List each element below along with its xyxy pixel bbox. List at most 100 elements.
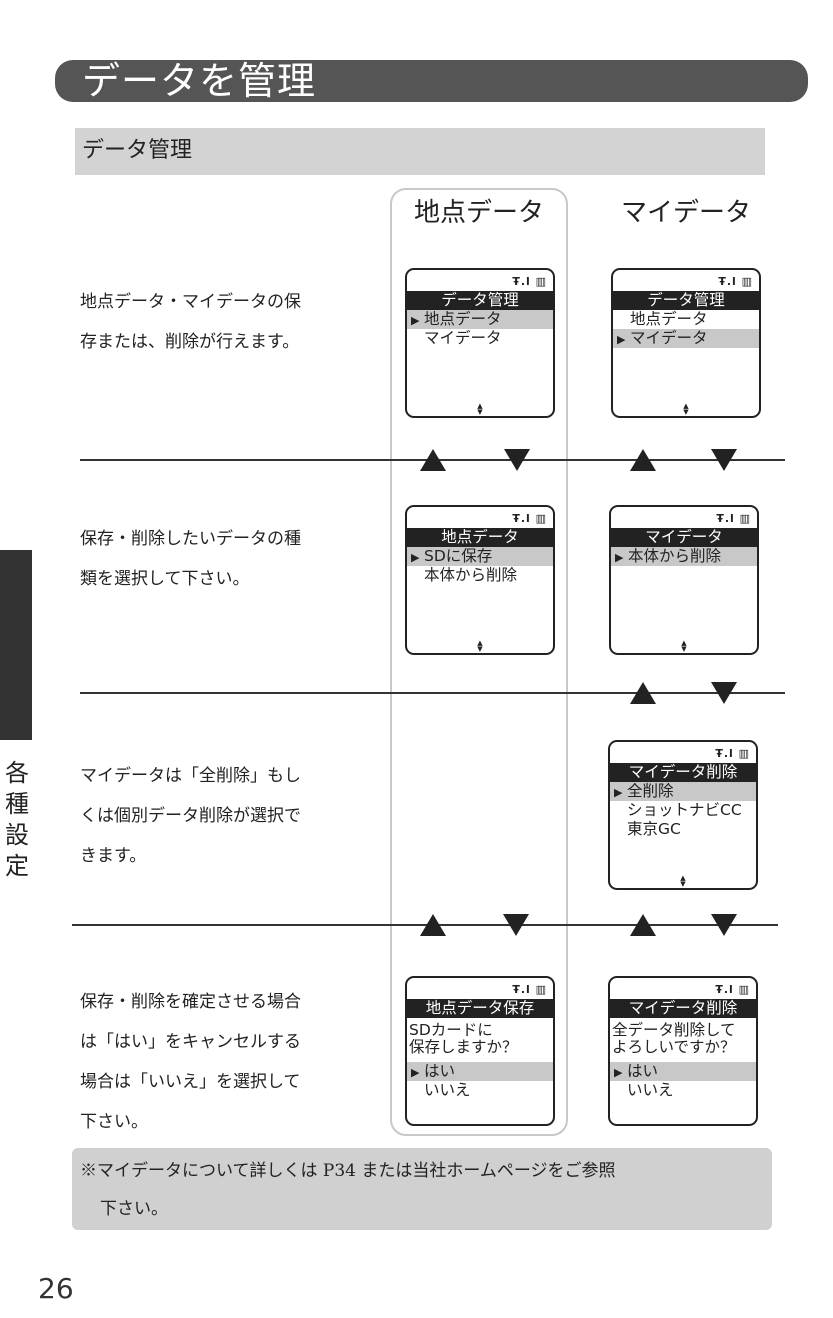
menu-item[interactable]: ショットナビCC	[610, 801, 756, 820]
selection-cursor-icon: ▶	[615, 551, 624, 564]
column-header-point-data: 地点データ	[413, 198, 544, 228]
screen-header: 地点データ保存	[407, 999, 553, 1018]
menu-item[interactable]: いいえ	[407, 1081, 553, 1100]
menu-item-label: 東京GC	[627, 820, 681, 838]
text-line: は「はい」をキャンセルする	[80, 1032, 301, 1052]
menu-item[interactable]: ▶ 本体から削除	[611, 547, 757, 566]
down-arrow-icon	[503, 914, 529, 936]
menu-item-label: いいえ	[424, 1081, 471, 1099]
menu-item[interactable]: 東京GC	[610, 820, 756, 839]
page-title: データを管理	[82, 59, 317, 103]
signal-battery-icon: Ŧ.l ▥	[512, 512, 547, 525]
menu-item-label: 地点データ	[424, 310, 502, 328]
menu-item-label: マイデータ	[424, 329, 502, 347]
section-title: データ管理	[82, 138, 193, 163]
signal-battery-icon: Ŧ.l ▥	[512, 275, 547, 288]
screen-my-data-action: Ŧ.l ▥ マイデータ ▶ 本体から削除 ▲▼	[609, 505, 759, 655]
menu-item[interactable]: ▶はい	[610, 1062, 756, 1081]
step-1-description: 地点データ・マイデータの保 存または、削除が行えます。	[80, 282, 380, 362]
scroll-indicator-icon: ▲▼	[477, 639, 483, 653]
menu-item[interactable]: いいえ	[610, 1081, 756, 1100]
text-line: 下さい。	[80, 1112, 148, 1132]
chapter-tab	[0, 550, 32, 740]
menu-item-label: 本体から削除	[628, 547, 722, 565]
screen-header: マイデータ削除	[610, 999, 756, 1018]
up-arrow-icon	[630, 914, 656, 936]
text-line: マイデータは「全削除」もし	[80, 766, 301, 786]
menu-item-label: SDに保存	[424, 547, 493, 565]
selection-cursor-icon: ▶	[617, 333, 626, 346]
down-arrow-icon	[711, 682, 737, 704]
section-header-bar	[75, 128, 765, 175]
menu-item[interactable]: ▶ はい	[407, 1062, 553, 1081]
up-arrow-icon	[630, 449, 656, 471]
step-divider	[80, 692, 785, 694]
page-number: 26	[38, 1272, 74, 1305]
step-2-description: 保存・削除したいデータの種 類を選択して下さい。	[80, 519, 380, 599]
screen-my-data-menu: Ŧ.l ▥ データ管理地点データ ▶ マイデータ ▲▼	[611, 268, 761, 418]
menu-item-label: いいえ	[627, 1081, 674, 1099]
screen-header: データ管理	[613, 291, 759, 310]
text-line: きます。	[80, 846, 147, 866]
screen-message: SDカードに保存しますか？	[407, 1018, 553, 1062]
screen-point-data-menu: Ŧ.l ▥データ管理▶地点データマイデータ▲▼	[405, 268, 555, 418]
message-line: よろしいですか？	[612, 1038, 736, 1056]
selection-cursor-icon: ▶	[411, 1066, 420, 1079]
text-line: 保存・削除したいデータの種	[80, 529, 301, 549]
selection-cursor-icon: ▶	[411, 551, 420, 564]
menu-item[interactable]: マイデータ	[407, 329, 553, 348]
menu-item[interactable]: ▶ 全削除	[610, 782, 756, 801]
text-line: 存または、削除が行えます。	[80, 332, 300, 352]
step-4-description: 保存・削除を確定させる場合 は「はい」をキャンセルする 場合は「いいえ」を選択し…	[80, 982, 380, 1142]
menu-item-label: 本体から削除	[424, 566, 518, 584]
screen-message: 全データ削除してよろしいですか？	[610, 1018, 756, 1062]
menu-item-label: マイデータ	[630, 329, 708, 347]
up-arrow-icon	[420, 449, 446, 471]
screen-header: マイデータ	[611, 528, 757, 547]
text-line: くは個別データ削除が選択で	[80, 806, 301, 826]
menu-item[interactable]: 地点データ	[613, 310, 759, 329]
column-header-my-data: マイデータ	[620, 198, 751, 228]
menu-item[interactable]: ▶ 地点データ	[407, 310, 553, 329]
menu-item-label: ショットナビCC	[627, 801, 742, 819]
screen-point-data-action: Ŧ.l ▥地点データ▶SDに保存本体から削除▲▼	[405, 505, 555, 655]
screen-my-data-delete-confirm: Ŧ.l ▥マイデータ削除全データ削除してよろしいですか？▶はいいいえ	[608, 976, 758, 1126]
title-bar	[55, 60, 808, 102]
scroll-indicator-icon: ▲▼	[477, 402, 483, 416]
selection-cursor-icon: ▶	[614, 1066, 623, 1079]
text-line: 地点データ・マイデータの保	[80, 292, 301, 312]
down-arrow-icon	[711, 449, 737, 471]
up-arrow-icon	[630, 682, 656, 704]
note-line: ※マイデータについて詳しくは P34 または当社ホームページをご参照	[80, 1161, 616, 1181]
point-data-column-frame	[390, 188, 568, 1136]
chapter-label: 各種設定	[5, 759, 29, 880]
message-line: SDカードに	[409, 1021, 493, 1039]
screen-header: マイデータ削除	[610, 763, 756, 782]
menu-item[interactable]: ▶ マイデータ	[613, 329, 759, 348]
selection-cursor-icon: ▶	[614, 786, 623, 799]
message-line: 全データ削除して	[612, 1021, 736, 1039]
up-arrow-icon	[420, 914, 446, 936]
signal-battery-icon: Ŧ.l ▥	[718, 275, 753, 288]
scroll-indicator-icon: ▲▼	[680, 874, 686, 888]
text-line: 場合は「いいえ」を選択して	[80, 1072, 301, 1092]
step-3-description: マイデータは「全削除」もし くは個別データ削除が選択で きます。	[80, 756, 380, 876]
text-line: 保存・削除を確定させる場合	[80, 992, 301, 1012]
down-arrow-icon	[711, 914, 737, 936]
signal-battery-icon: Ŧ.l ▥	[715, 983, 750, 996]
scroll-indicator-icon: ▲▼	[681, 639, 687, 653]
menu-item-label: 全削除	[627, 782, 674, 800]
signal-battery-icon: Ŧ.l ▥	[715, 747, 750, 760]
message-line: 保存しますか？	[409, 1038, 518, 1056]
menu-item[interactable]: ▶ SDに保存	[407, 547, 553, 566]
selection-cursor-icon: ▶	[411, 314, 420, 327]
scroll-indicator-icon: ▲▼	[683, 402, 689, 416]
signal-battery-icon: Ŧ.l ▥	[716, 512, 751, 525]
down-arrow-icon	[504, 449, 530, 471]
menu-item[interactable]: 本体から削除	[407, 566, 553, 585]
note-box	[72, 1148, 772, 1230]
menu-item-label: 地点データ	[630, 310, 708, 328]
menu-item-label: はい	[424, 1062, 456, 1080]
